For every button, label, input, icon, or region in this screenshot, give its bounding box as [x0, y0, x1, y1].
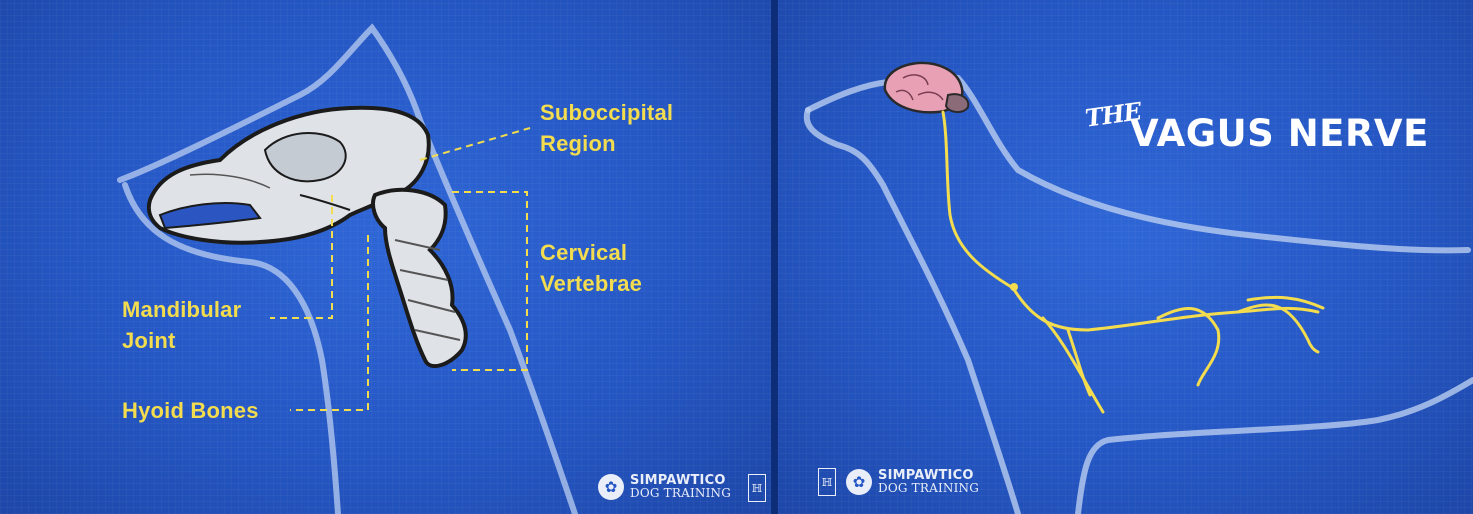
brain-illustration: [885, 63, 968, 112]
left-panel-skull-anatomy: Suboccipital Region Cervical Vertebrae M…: [0, 0, 771, 514]
monogram-icon: ℍ: [748, 474, 766, 502]
panel-divider: [771, 0, 778, 514]
right-diagram-svg: [778, 0, 1473, 514]
nerve-ganglion: [1010, 283, 1018, 291]
monogram-icon-right: ℍ: [818, 468, 836, 496]
label-cervical-vertebrae: Cervical Vertebrae: [540, 237, 642, 299]
dog-chest-outline: [1078, 380, 1473, 514]
label-suboccipital-region: Suboccipital Region: [540, 97, 673, 159]
label-hyoid-bones: Hyoid Bones: [122, 395, 259, 426]
dog-snout-outline: [807, 110, 1018, 514]
brand-logo-right: ℍ ✿ SIMPAWTICO DOG TRAINING: [818, 468, 979, 496]
title-vagus-nerve: VAGUS NERVE: [1130, 112, 1429, 155]
right-panel-vagus-nerve: ℍ ✿ SIMPAWTICO DOG TRAINING: [778, 0, 1473, 514]
logo-line2: DOG TRAINING: [630, 487, 731, 500]
vagus-nerve-path: [943, 112, 1323, 412]
paw-icon-right: ✿: [846, 469, 872, 495]
label-mandibular-joint: Mandibular Joint: [122, 294, 241, 356]
brand-logo: ✿ SIMPAWTICO DOG TRAINING: [598, 474, 731, 500]
cervical-vertebrae-illustration: [373, 190, 466, 366]
paw-icon: ✿: [598, 474, 624, 500]
dog-head-outline: [120, 28, 575, 514]
logo-line2-right: DOG TRAINING: [878, 482, 979, 495]
left-diagram-svg: [0, 0, 771, 514]
